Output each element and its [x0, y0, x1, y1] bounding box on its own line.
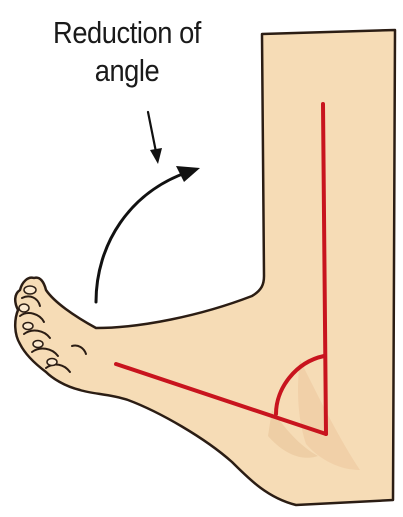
toenail-5	[47, 359, 57, 366]
toenail-3	[23, 323, 33, 330]
pointer-shaft	[148, 112, 156, 152]
caption-line-1: Reduction of	[35, 14, 220, 52]
toenail-4	[33, 341, 43, 348]
toenail-2	[19, 304, 29, 312]
pointer-head	[150, 148, 162, 164]
curved-arrow-icon	[96, 166, 200, 302]
caption-line-2: angle	[35, 52, 220, 90]
caption-label: Reduction of angle	[35, 14, 220, 90]
label-pointer	[148, 112, 162, 164]
toenail-1	[24, 286, 36, 294]
arrow-shaft	[96, 172, 188, 302]
